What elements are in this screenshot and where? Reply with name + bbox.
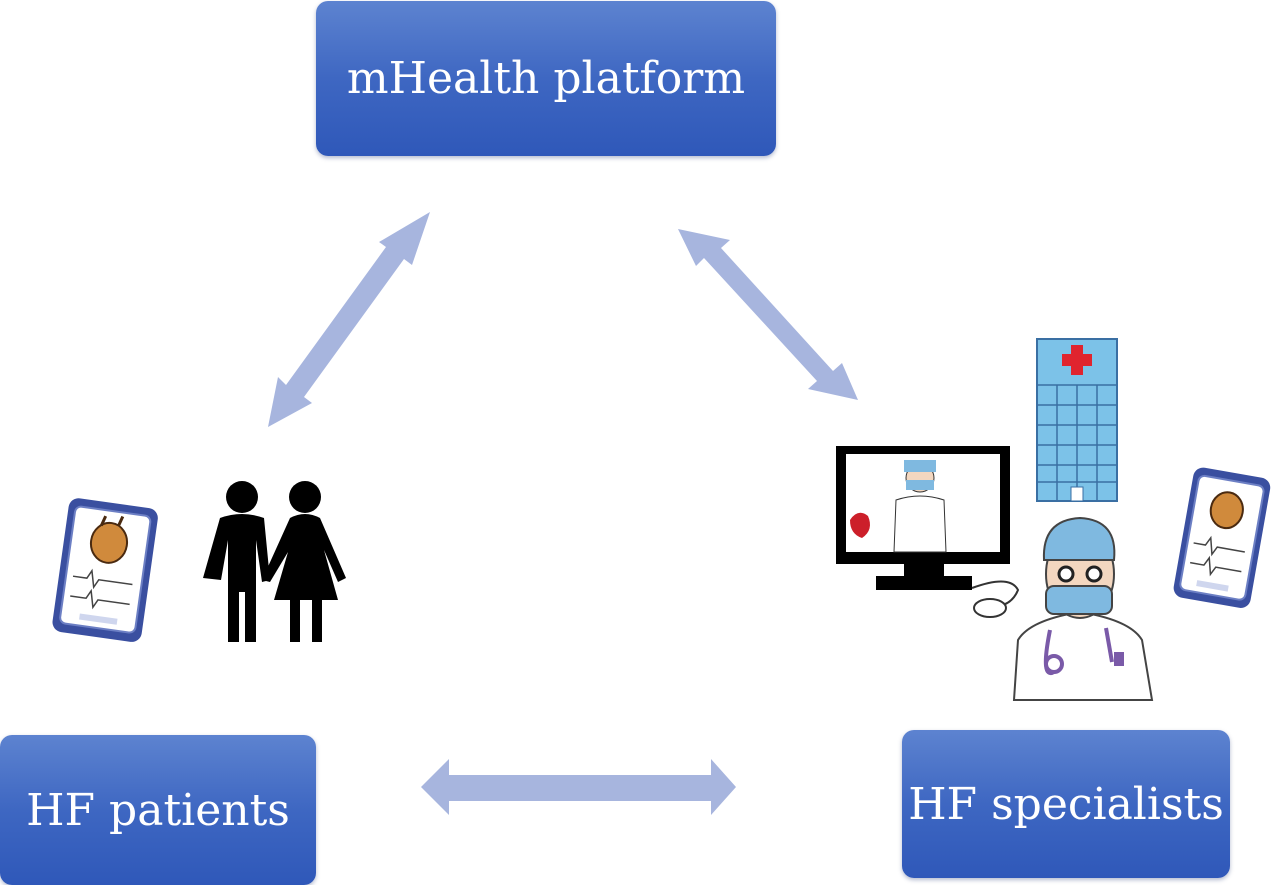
arrow-platform-patients: [268, 212, 430, 427]
node-mhealth-platform: mHealth platform: [316, 1, 776, 156]
node-mhealth-platform-label: mHealth platform: [346, 53, 746, 104]
arrow-patients-specialists: [421, 759, 736, 815]
couple-icon: [203, 481, 346, 642]
hospital-building-icon: [1036, 338, 1118, 502]
node-hf-specialists: HF specialists: [902, 730, 1230, 878]
heart-monitor-phone-icon: [52, 498, 158, 642]
arrow-platform-specialists: [678, 229, 858, 400]
heart-monitor-phone-icon-right: [1173, 467, 1271, 608]
node-hf-patients: HF patients: [0, 735, 316, 885]
node-hf-specialists-label: HF specialists: [908, 778, 1224, 830]
node-hf-patients-label: HF patients: [26, 784, 290, 836]
telemedicine-monitor-icon: [836, 446, 1020, 618]
doctor-icon: [1012, 516, 1154, 701]
